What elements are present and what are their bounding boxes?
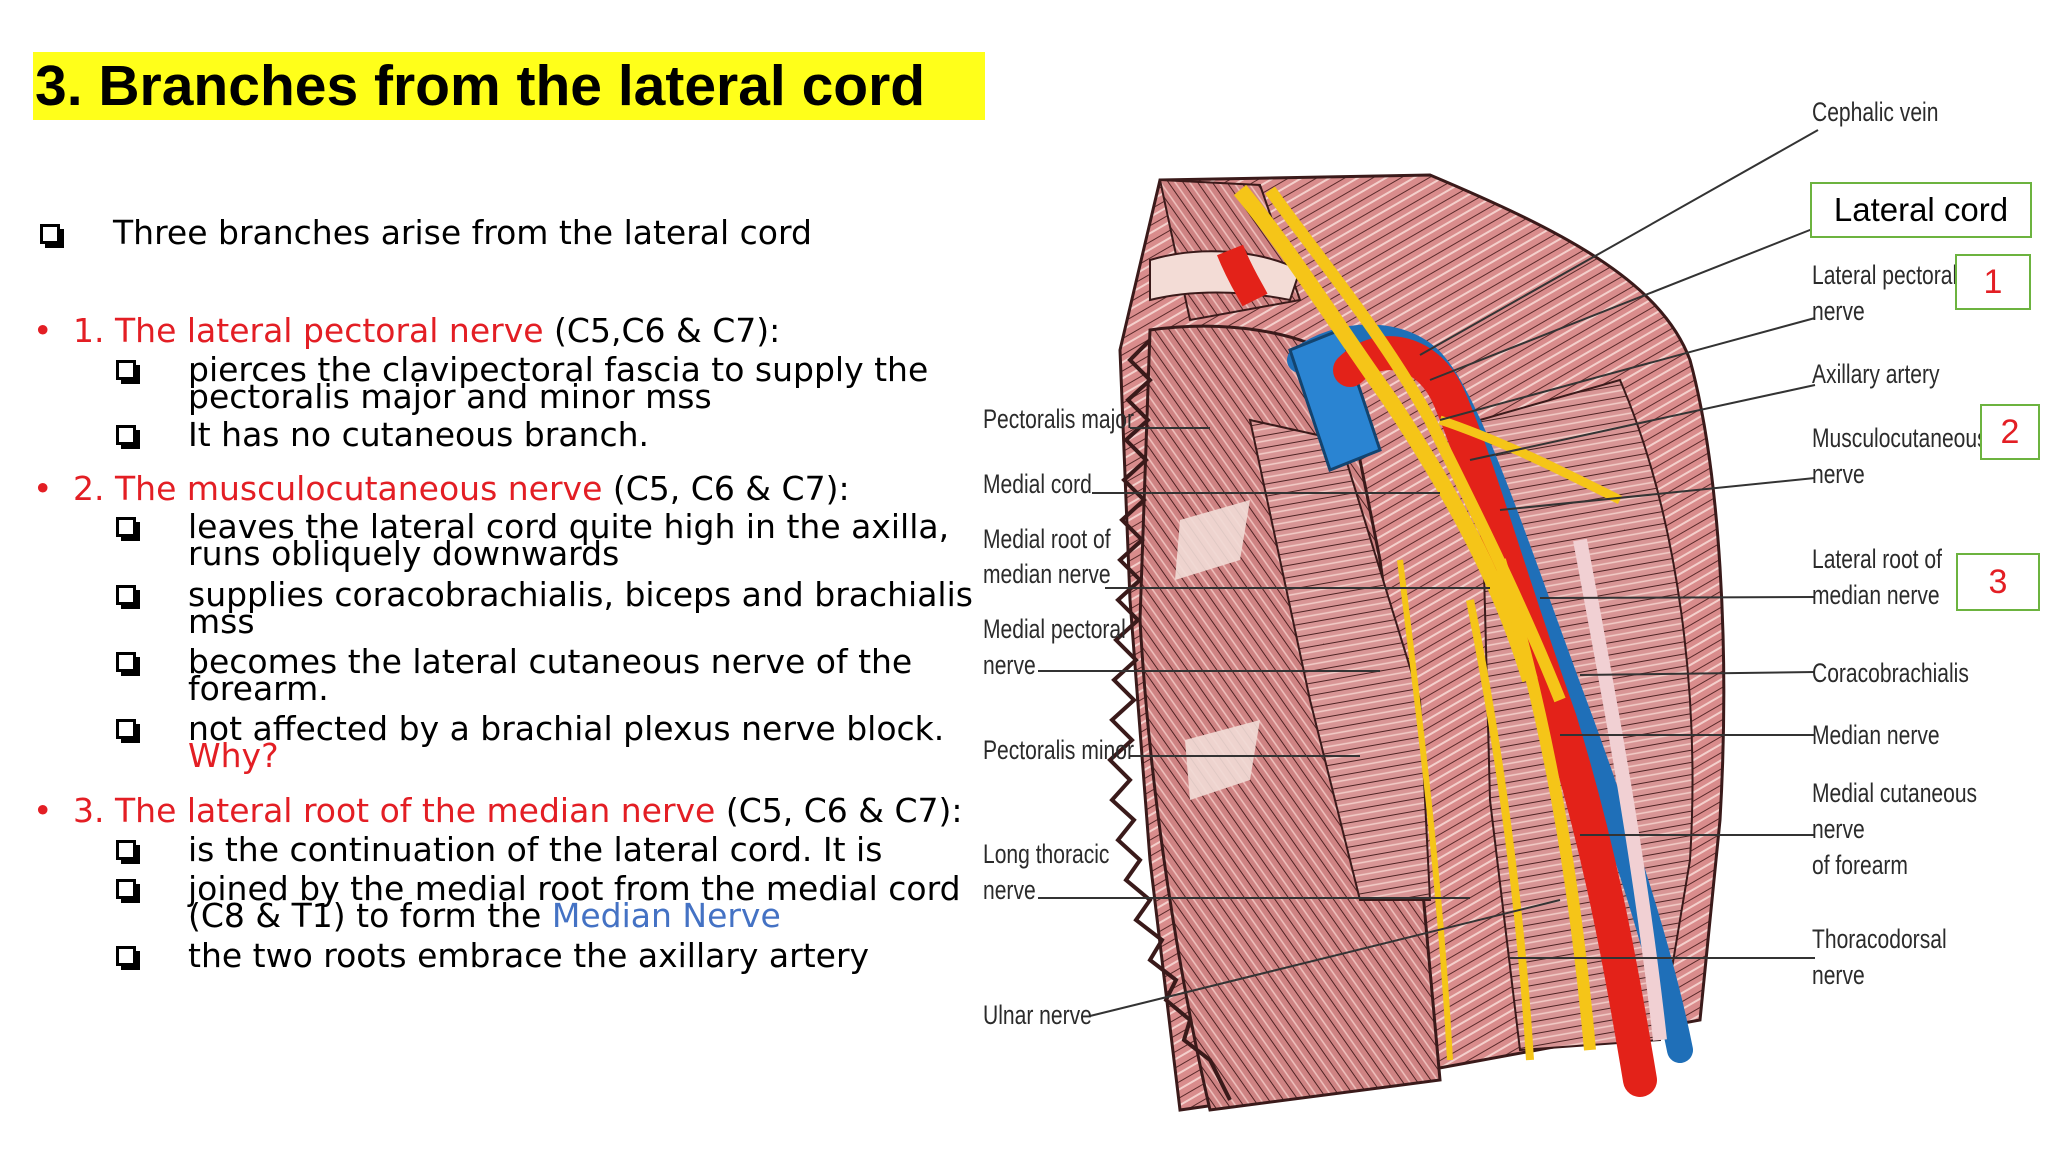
label-axillary-artery: Axillary artery — [1812, 359, 1940, 389]
lateral-cord — [1233, 184, 1538, 683]
s2-item-4-why: Why? — [188, 736, 279, 775]
s2-item-1-line-1: leaves the lateral cord quite high in th… — [188, 507, 950, 546]
label-median-nerve: Median nerve — [1812, 720, 1940, 750]
s3-item-2-line-2: (C8 & T1) to form the Median Nerve — [188, 898, 781, 934]
checkbox-bullet-icon — [116, 585, 140, 609]
checkbox-bullet-icon — [116, 879, 140, 903]
median-nerve — [1494, 558, 1596, 1051]
label-medial-cutaneous-line-1: Medial cutaneous — [1812, 778, 1978, 808]
leader-lines — [1038, 129, 1819, 1017]
label-medial-pectoral-line-1: Medial pectoral — [983, 614, 1126, 644]
serratus-edge — [1107, 338, 1232, 1101]
label-medial-cord: Medial cord — [983, 469, 1092, 499]
section-3-name: The lateral root of the median nerve — [115, 791, 716, 830]
callout-number-1: 1 — [1955, 254, 2031, 310]
slide-title-bar: 3. Branches from the lateral cord — [33, 52, 985, 120]
label-thoracodorsal-line-1: Thoracodorsal — [1812, 924, 1947, 954]
section-3-num: 3. — [73, 791, 105, 830]
callout-number-2: 2 — [1980, 404, 2040, 460]
round-bullet-icon: • — [33, 311, 53, 350]
checkbox-bullet-icon — [116, 719, 140, 743]
median-nerve-term: Median Nerve — [551, 896, 781, 935]
checkbox-bullet-icon — [116, 425, 140, 449]
label-ulnar-nerve: Ulnar nerve — [983, 1000, 1092, 1030]
s3-item-3: the two roots embrace the axillary arter… — [188, 936, 870, 975]
medial-cutaneous-nerve — [1573, 538, 1667, 1041]
fascia-patch — [1175, 500, 1250, 580]
section-1-name: The lateral pectoral nerve — [115, 311, 544, 350]
checkbox-bullet-icon — [116, 517, 140, 541]
label-medial-cutaneous-line-3: of forearm — [1812, 850, 1908, 880]
s2-item-4-line-1: not affected by a brachial plexus nerve … — [188, 709, 945, 748]
section-2-heading: 2. The musculocutaneous nerve (C5, C6 & … — [73, 471, 850, 507]
section-2-roots: (C5, C6 & C7): — [612, 469, 850, 508]
section-2-name: The musculocutaneous nerve — [115, 469, 603, 508]
section-1-heading: 1. The lateral pectoral nerve (C5,C6 & C… — [73, 313, 780, 349]
s1-item-1-line-2: pectoralis major and minor mss — [188, 377, 712, 416]
s1-item-2: It has no cutaneous branch. — [188, 415, 650, 454]
label-lateral-root-line-1: Lateral root of — [1812, 544, 1942, 574]
s2-item-1-line-2: runs obliquely downwards — [188, 534, 620, 573]
carotid-artery — [1217, 244, 1268, 307]
checkbox-bullet-icon — [116, 840, 140, 864]
axillary-vein-stub — [1288, 328, 1382, 472]
s2-item-3-line-1: becomes the lateral cutaneous nerve of t… — [188, 642, 913, 681]
label-medial-root-line-2: median nerve — [983, 559, 1111, 589]
thoracodorsal-nerve — [1397, 559, 1453, 1061]
intro-text: Three branches arise from the lateral co… — [113, 213, 812, 252]
musculocutaneous-nerve — [1438, 415, 1623, 505]
s3-item-2-line-1: joined by the medial root from the media… — [188, 869, 961, 908]
label-cephalic-vein: Cephalic vein — [1812, 97, 1939, 127]
label-medial-cutaneous-line-2: nerve — [1812, 814, 1865, 844]
label-long-thoracic-line-1: Long thoracic — [983, 839, 1110, 869]
callout-number-3: 3 — [1956, 553, 2040, 611]
checkbox-bullet-icon — [116, 946, 140, 970]
medial-cord — [1265, 186, 1566, 703]
s3-item-1: is the continuation of the lateral cord.… — [188, 830, 883, 869]
section-1-roots: (C5,C6 & C7): — [554, 311, 781, 350]
s2-item-2-line-1: supplies coracobrachialis, biceps and br… — [188, 575, 973, 614]
section-3-roots: (C5, C6 & C7): — [725, 791, 963, 830]
s1-item-1-line-1: pierces the clavipectoral fascia to supp… — [188, 350, 929, 389]
label-lateral-pectoral-line-2: nerve — [1812, 296, 1865, 326]
ulnar-nerve — [1466, 599, 1534, 1061]
label-lateral-root-line-2: median nerve — [1812, 580, 1940, 610]
label-musculocutaneous-line-1: Musculocutaneous — [1812, 423, 1988, 453]
fascia-patch — [1185, 720, 1260, 800]
label-lateral-pectoral-line-1: Lateral pectoral — [1812, 260, 1958, 290]
label-medial-pectoral-line-2: nerve — [983, 650, 1036, 680]
section-2-num: 2. — [73, 469, 105, 508]
s2-item-2-line-2: mss — [188, 602, 255, 641]
section-3-heading: 3. The lateral root of the median nerve … — [73, 793, 963, 829]
label-musculocutaneous-line-2: nerve — [1812, 459, 1865, 489]
label-long-thoracic-line-2: nerve — [983, 875, 1036, 905]
label-coracobrachialis: Coracobrachialis — [1812, 658, 1969, 688]
section-1-num: 1. — [73, 311, 105, 350]
label-pectoralis-minor: Pectoralis minor — [983, 735, 1134, 765]
s3-item-2-text: (C8 & T1) to form the — [188, 896, 542, 935]
checkbox-bullet-icon — [40, 224, 64, 248]
checkbox-bullet-icon — [116, 652, 140, 676]
label-pectoralis-major: Pectoralis major — [983, 404, 1134, 434]
callout-lateral-cord: Lateral cord — [1810, 182, 2032, 238]
round-bullet-icon: • — [33, 791, 53, 830]
round-bullet-icon: • — [33, 469, 53, 508]
s2-item-3-line-2: forearm. — [188, 669, 329, 708]
checkbox-bullet-icon — [116, 360, 140, 384]
label-thoracodorsal-line-2: nerve — [1812, 960, 1865, 990]
slide-title: 3. Branches from the lateral cord — [35, 54, 926, 118]
label-medial-root-line-1: Medial root of — [983, 524, 1111, 554]
